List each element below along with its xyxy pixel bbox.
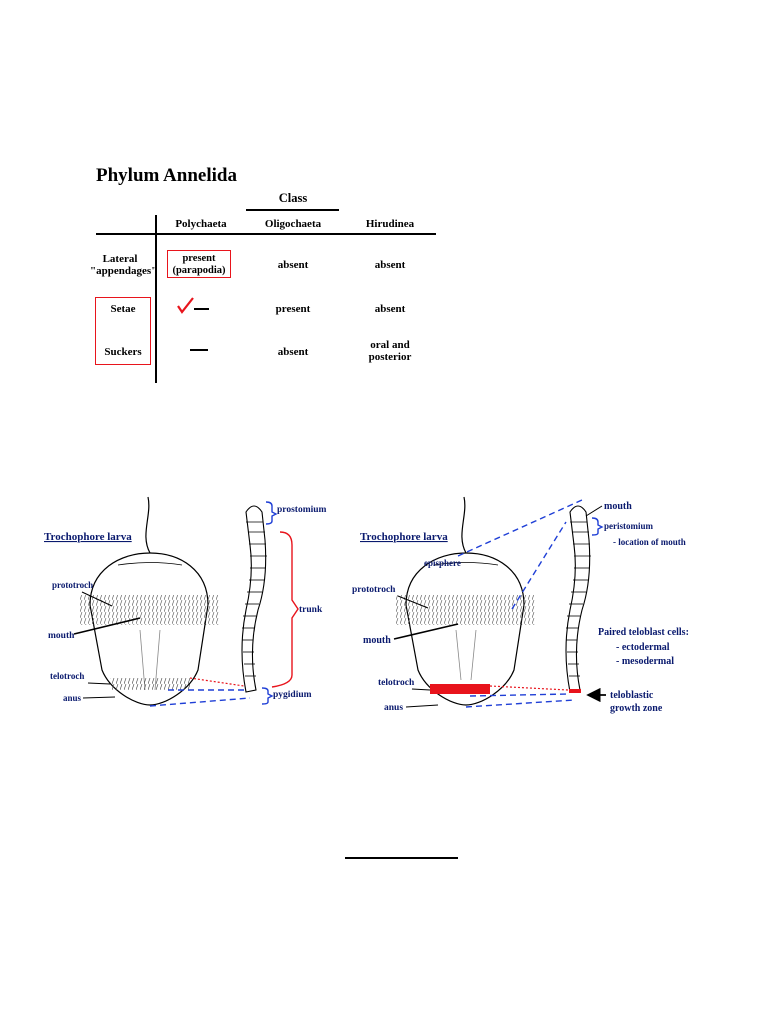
peristomium-bracket <box>591 517 604 536</box>
left-label-prototroch: prototroch <box>52 580 93 590</box>
left-label-mouth: mouth <box>48 631 75 641</box>
row-label-lateral: Lateral"appendages" <box>90 253 158 277</box>
col-oligochaeta: Oligochaeta <box>264 218 322 230</box>
highlight-parapodia: present(parapodia) <box>167 250 231 278</box>
left-label-telotroch: telotroch <box>50 671 84 681</box>
row-label-setae: Setae <box>110 303 136 315</box>
left-heading: Trochophore larva <box>44 531 132 543</box>
cell-lateral-oligochaeta: absent <box>277 259 309 271</box>
left-label-trunk: trunk <box>299 605 323 615</box>
trunk-bracket <box>271 531 299 688</box>
header-rule <box>96 233 436 235</box>
right-label-mouth-worm: mouth <box>604 501 632 512</box>
right-label-peristomium: peristomium <box>604 521 653 531</box>
cell-lateral-hirudinea: absent <box>374 259 406 271</box>
dash-suckers-polychaeta <box>190 349 208 351</box>
trochophore-larva-left <box>80 496 220 706</box>
class-rule <box>246 209 339 211</box>
right-label-prototroch: prototroch <box>352 585 396 595</box>
right-label-episphere: episphere <box>424 558 461 568</box>
right-label-growth-zone-1: teloblastic <box>610 690 654 701</box>
footer-rule <box>345 857 458 859</box>
right-label-anus: anus <box>384 703 403 713</box>
col-polychaeta: Polychaeta <box>175 218 227 230</box>
highlight-setae-suckers <box>95 297 151 365</box>
right-label-telotroch: telotroch <box>378 678 415 688</box>
right-label-growth-zone-2: growth zone <box>610 703 663 714</box>
annelid-diagrams: Trochophore larva prototroch mouth telot… <box>44 496 689 714</box>
col-hirudinea: Hirudinea <box>365 218 415 230</box>
checkmark-icon <box>177 297 209 314</box>
cell-setae-hirudinea: absent <box>374 303 406 315</box>
left-diagram: Trochophore larva prototroch mouth telot… <box>44 496 327 707</box>
left-label-anus: anus <box>63 693 82 703</box>
left-label-pygidium: pygidium <box>273 690 312 700</box>
telotroch-highlight <box>430 684 490 694</box>
cell-suckers-oligochaeta: absent <box>277 346 309 358</box>
right-label-ectodermal: - ectodermal <box>616 642 670 653</box>
class-header: Class <box>278 191 308 205</box>
prostomium-bracket <box>265 501 278 525</box>
page-title: Phylum Annelida <box>96 165 237 186</box>
trochophore-larva-right <box>396 496 536 706</box>
pygidium-bracket <box>261 687 274 705</box>
left-label-prostomium: prostomium <box>277 505 327 515</box>
right-label-mouth-larva: mouth <box>363 635 391 646</box>
right-label-paired-teloblast: Paired teloblast cells: <box>598 627 689 638</box>
annelid-worm-left <box>241 505 267 693</box>
row-label-rule <box>155 215 157 383</box>
cell-setae-oligochaeta: present <box>275 303 311 315</box>
row-label-suckers: Suckers <box>104 346 142 358</box>
right-heading: Trochophore larva <box>360 531 448 543</box>
right-diagram: Trochophore larva episphere prototroch m… <box>352 496 689 714</box>
right-label-location-of-mouth: - location of mouth <box>613 537 686 547</box>
right-label-mesodermal: - mesodermal <box>616 656 674 667</box>
annelid-worm-right <box>565 505 591 693</box>
